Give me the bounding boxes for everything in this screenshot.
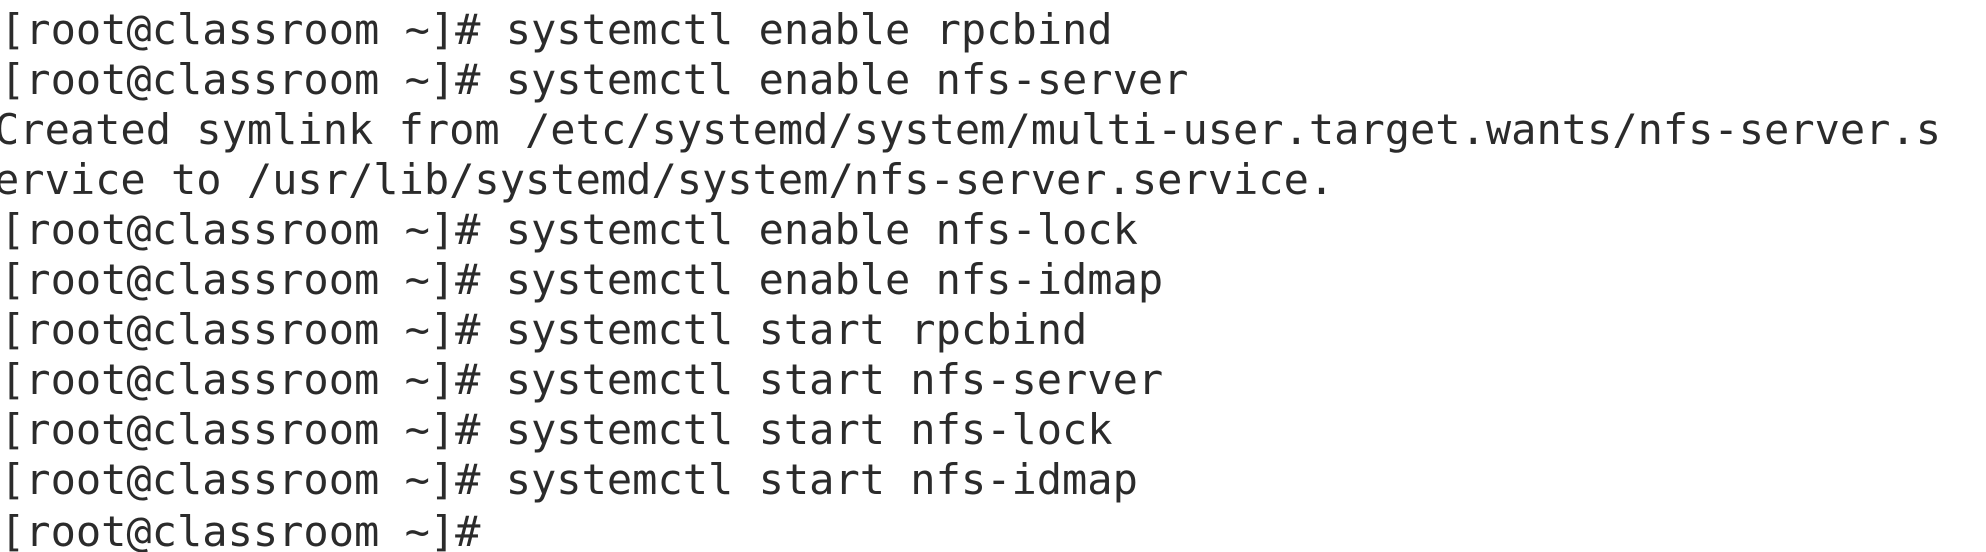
terminal-line-cmd-enable-rpcbind: [root@classroom ~]# systemctl enable rpc… [0,5,1113,54]
terminal-line-cmd-enable-nfs-idmap: [root@classroom ~]# systemctl enable nfs… [0,255,1164,304]
terminal-line-cmd-start-nfs-idmap: [root@classroom ~]# systemctl start nfs-… [0,455,1138,504]
terminal-line-cmd-start-nfs-server: [root@classroom ~]# systemctl start nfs-… [0,355,1164,404]
terminal-line-cmd-enable-nfs-server: [root@classroom ~]# systemctl enable nfs… [0,55,1189,104]
terminal-line-output-symlink-cont: ervice to /usr/lib/systemd/system/nfs-se… [0,155,1335,204]
terminal-line-cmd-enable-nfs-lock: [root@classroom ~]# systemctl enable nfs… [0,205,1138,254]
terminal-line-output-symlink: Created symlink from /etc/systemd/system… [0,105,1942,154]
terminal-line-cmd-start-rpcbind: [root@classroom ~]# systemctl start rpcb… [0,305,1088,354]
terminal-current-prompt[interactable]: [root@classroom ~]# [0,507,481,552]
terminal-line-cmd-start-nfs-lock: [root@classroom ~]# systemctl start nfs-… [0,405,1113,454]
